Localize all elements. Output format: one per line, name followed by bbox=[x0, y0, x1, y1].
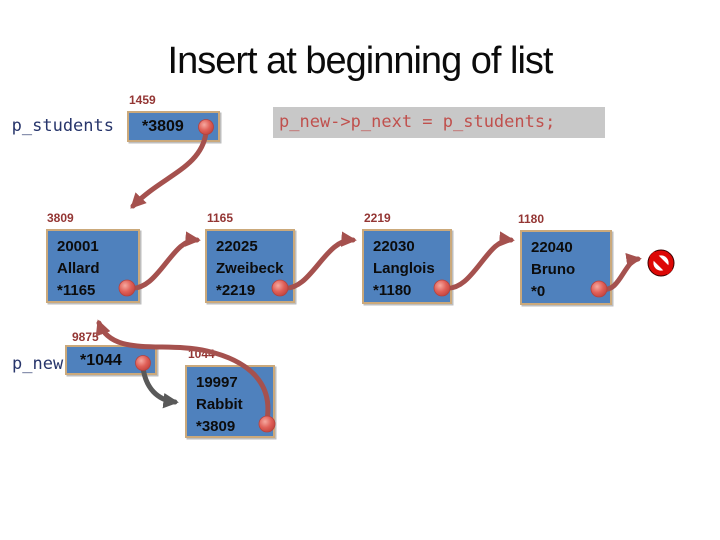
p-new-label: p_new bbox=[12, 354, 64, 374]
address-label-1165: 1165 bbox=[207, 211, 234, 225]
list-node-1180: 22040 Bruno *0 bbox=[520, 230, 612, 305]
node-id: 22025 bbox=[216, 238, 258, 255]
no-entry-icon bbox=[647, 249, 675, 277]
node-name: Bruno bbox=[531, 261, 576, 278]
address-label-1044: 1044 bbox=[188, 347, 215, 361]
node-next-pointer: *2219 bbox=[216, 282, 256, 299]
node-id: 22040 bbox=[531, 239, 573, 256]
list-node-2219: 22030 Langlois *1180 bbox=[362, 229, 452, 304]
list-node-3809: 20001 Allard *1165 bbox=[46, 229, 140, 303]
p-students-pointer-box: *3809 bbox=[127, 111, 220, 142]
page-title: Insert at beginning of list bbox=[167, 40, 554, 82]
address-label-9875: 9875 bbox=[72, 330, 99, 344]
p-new-pointer-box: *1044 bbox=[65, 345, 157, 375]
address-label-2219: 2219 bbox=[364, 211, 391, 225]
node-next-pointer: *0 bbox=[531, 283, 546, 300]
arrow-node-2219-to-node-1180 bbox=[442, 231, 515, 291]
node-id: 20001 bbox=[57, 238, 99, 255]
address-label-1180: 1180 bbox=[518, 212, 545, 226]
code-statement: p_new->p_next = p_students; bbox=[273, 107, 605, 138]
node-name: Langlois bbox=[373, 260, 435, 277]
node-next-pointer: *3809 bbox=[196, 418, 236, 435]
node-next-pointer: *1165 bbox=[57, 282, 96, 299]
arrow-node-3809-to-node-1165 bbox=[127, 231, 201, 291]
node-id: 22030 bbox=[373, 238, 415, 255]
node-name: Allard bbox=[57, 260, 100, 277]
list-node-1165: 22025 Zweibeck *2219 bbox=[205, 229, 295, 303]
address-label-1459: 1459 bbox=[129, 93, 156, 107]
arrow-p-students-to-node-3809 bbox=[130, 130, 209, 209]
address-label-3809: 3809 bbox=[47, 211, 74, 225]
list-node-1044: 19997 Rabbit *3809 bbox=[185, 365, 275, 438]
node-next-pointer: *1180 bbox=[373, 282, 412, 299]
p-students-label: p_students bbox=[11, 116, 114, 136]
node-name: Rabbit bbox=[196, 396, 243, 413]
node-id: 19997 bbox=[196, 374, 238, 391]
node-name: Zweibeck bbox=[216, 260, 284, 277]
